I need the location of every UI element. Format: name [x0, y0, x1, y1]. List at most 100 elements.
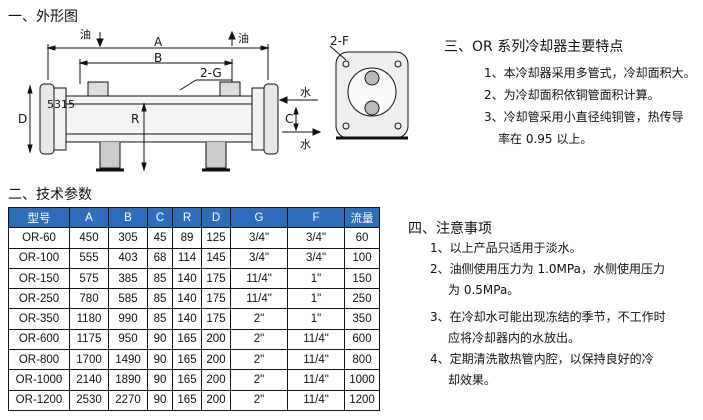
- table-cell: 990: [108, 308, 148, 330]
- table-cell: 800: [344, 349, 380, 371]
- table-cell: 600: [344, 328, 380, 351]
- table-cell: 1200: [344, 389, 380, 411]
- note-item: 2、油侧使用压力为 1.0MPa，水侧使用压力: [430, 262, 665, 276]
- table-cell: 2270: [108, 389, 148, 411]
- table-cell: 11/4": [287, 328, 345, 351]
- table-cell: OR-1000: [8, 369, 70, 391]
- table-cell: 140: [172, 288, 202, 310]
- dim-r-label: R: [131, 112, 140, 126]
- water-in-label: 水: [300, 86, 311, 99]
- table-cell: 11/4": [287, 389, 345, 411]
- dim-b-label: B: [154, 51, 163, 65]
- note-item: 应将冷却器内的水放出。: [448, 331, 581, 345]
- table-cell: OR-250: [8, 288, 70, 310]
- table-cell: OR-800: [8, 349, 70, 371]
- table-cell: 140: [172, 308, 202, 330]
- table-cell: 2": [230, 389, 288, 411]
- col-header-d: D: [201, 206, 231, 229]
- table-cell: 85: [147, 308, 173, 330]
- table-cell: 90: [147, 369, 173, 391]
- col-header-model: 型号: [8, 206, 70, 229]
- table-cell: 2530: [69, 389, 109, 411]
- table-cell: OR-150: [8, 267, 70, 290]
- table-cell: 2": [230, 328, 288, 351]
- section-title-features: 三、OR 系列冷却器主要特点: [444, 39, 624, 55]
- col-header-c: C: [147, 206, 173, 229]
- table-cell: 11/4": [287, 369, 345, 391]
- table-cell: 350: [344, 308, 380, 330]
- table-cell: 2": [230, 349, 288, 371]
- table-header-row: 型号 A B C R D G F 流量: [8, 206, 380, 229]
- table-cell: 2": [230, 308, 288, 330]
- water-out-label: 水: [300, 138, 311, 151]
- feature-item: 1、本冷却器采用多管式，冷却面积大。: [484, 66, 696, 80]
- table-cell: 175: [201, 267, 231, 290]
- table-cell: 1000: [344, 369, 380, 391]
- table-cell: 3/4": [287, 227, 345, 249]
- note-item: 3、在冷却水可能出现冻结的季节，不工作时: [430, 310, 666, 324]
- table-cell: 1175: [69, 328, 109, 351]
- notes-list: 1、以上产品只适用于淡水。 2、油侧使用压力为 1.0MPa，水侧使用压力 为 …: [430, 238, 666, 391]
- table-cell: 85: [147, 267, 173, 290]
- section-title-notes: 四、注意事项: [408, 221, 492, 237]
- table-cell: 450: [69, 227, 109, 249]
- table-cell: 780: [69, 288, 109, 310]
- col-header-b: B: [108, 206, 148, 229]
- table-cell: 1180: [69, 308, 109, 330]
- note-item: 为 0.5MPa。: [448, 283, 520, 297]
- table-cell: 3/4": [230, 247, 288, 269]
- table-cell: 100: [344, 247, 380, 269]
- table-cell: OR-100: [8, 247, 70, 269]
- table-cell: 555: [69, 247, 109, 269]
- feature-item: 率在 0.95 以上。: [498, 132, 593, 146]
- table-cell: 150: [344, 267, 380, 290]
- note-item: 1、以上产品只适用于淡水。: [430, 241, 582, 255]
- features-list: 1、本冷却器采用多管式，冷却面积大。 2、为冷却面积依铜管面积计算。 3、冷却管…: [484, 62, 696, 150]
- table-cell: 403: [108, 247, 148, 269]
- table-cell: 175: [201, 308, 231, 330]
- table-cell: 60: [344, 227, 380, 249]
- feature-item: 2、为冷却面积依铜管面积计算。: [484, 88, 660, 102]
- table-cell: 1": [287, 267, 345, 290]
- table-cell: 2140: [69, 369, 109, 391]
- table-cell: 165: [172, 369, 202, 391]
- dim-2g-label: 2-G: [200, 66, 222, 80]
- col-header-r: R: [172, 206, 202, 229]
- table-cell: 45: [147, 227, 173, 249]
- dim-d-label: D: [18, 112, 28, 126]
- table-cell: OR-600: [8, 328, 70, 351]
- table-cell: 575: [69, 267, 109, 290]
- table-cell: 114: [172, 247, 202, 269]
- col-header-f: F: [287, 206, 345, 229]
- table-cell: OR-60: [8, 227, 70, 249]
- table-cell: 145: [201, 247, 231, 269]
- part-number-label: 5315: [47, 98, 75, 111]
- col-header-flow: 流量: [344, 206, 380, 229]
- table-cell: 90: [147, 349, 173, 371]
- dim-c-label: C: [285, 112, 294, 126]
- note-item: 却效果。: [448, 373, 497, 387]
- table-cell: 1": [287, 288, 345, 310]
- table-cell: 1490: [108, 349, 148, 371]
- section-title-spec: 二、技术参数: [8, 187, 92, 203]
- table-cell: 89: [172, 227, 202, 249]
- table-cell: 11/4": [230, 288, 288, 310]
- col-header-a: A: [69, 206, 109, 229]
- table-cell: 11/4": [287, 349, 345, 371]
- dim-a-label: A: [154, 35, 163, 49]
- dim-2f-label: 2-F: [330, 34, 349, 48]
- table-cell: 250: [344, 288, 380, 310]
- oil-out-label: 油: [238, 32, 249, 45]
- table-cell: 305: [108, 227, 148, 249]
- feature-item: 3、冷却管采用小直径纯铜管，热传导: [484, 110, 684, 124]
- table-cell: 1": [287, 308, 345, 330]
- table-cell: OR-350: [8, 308, 70, 330]
- table-cell: 585: [108, 288, 148, 310]
- table-cell: 165: [172, 349, 202, 371]
